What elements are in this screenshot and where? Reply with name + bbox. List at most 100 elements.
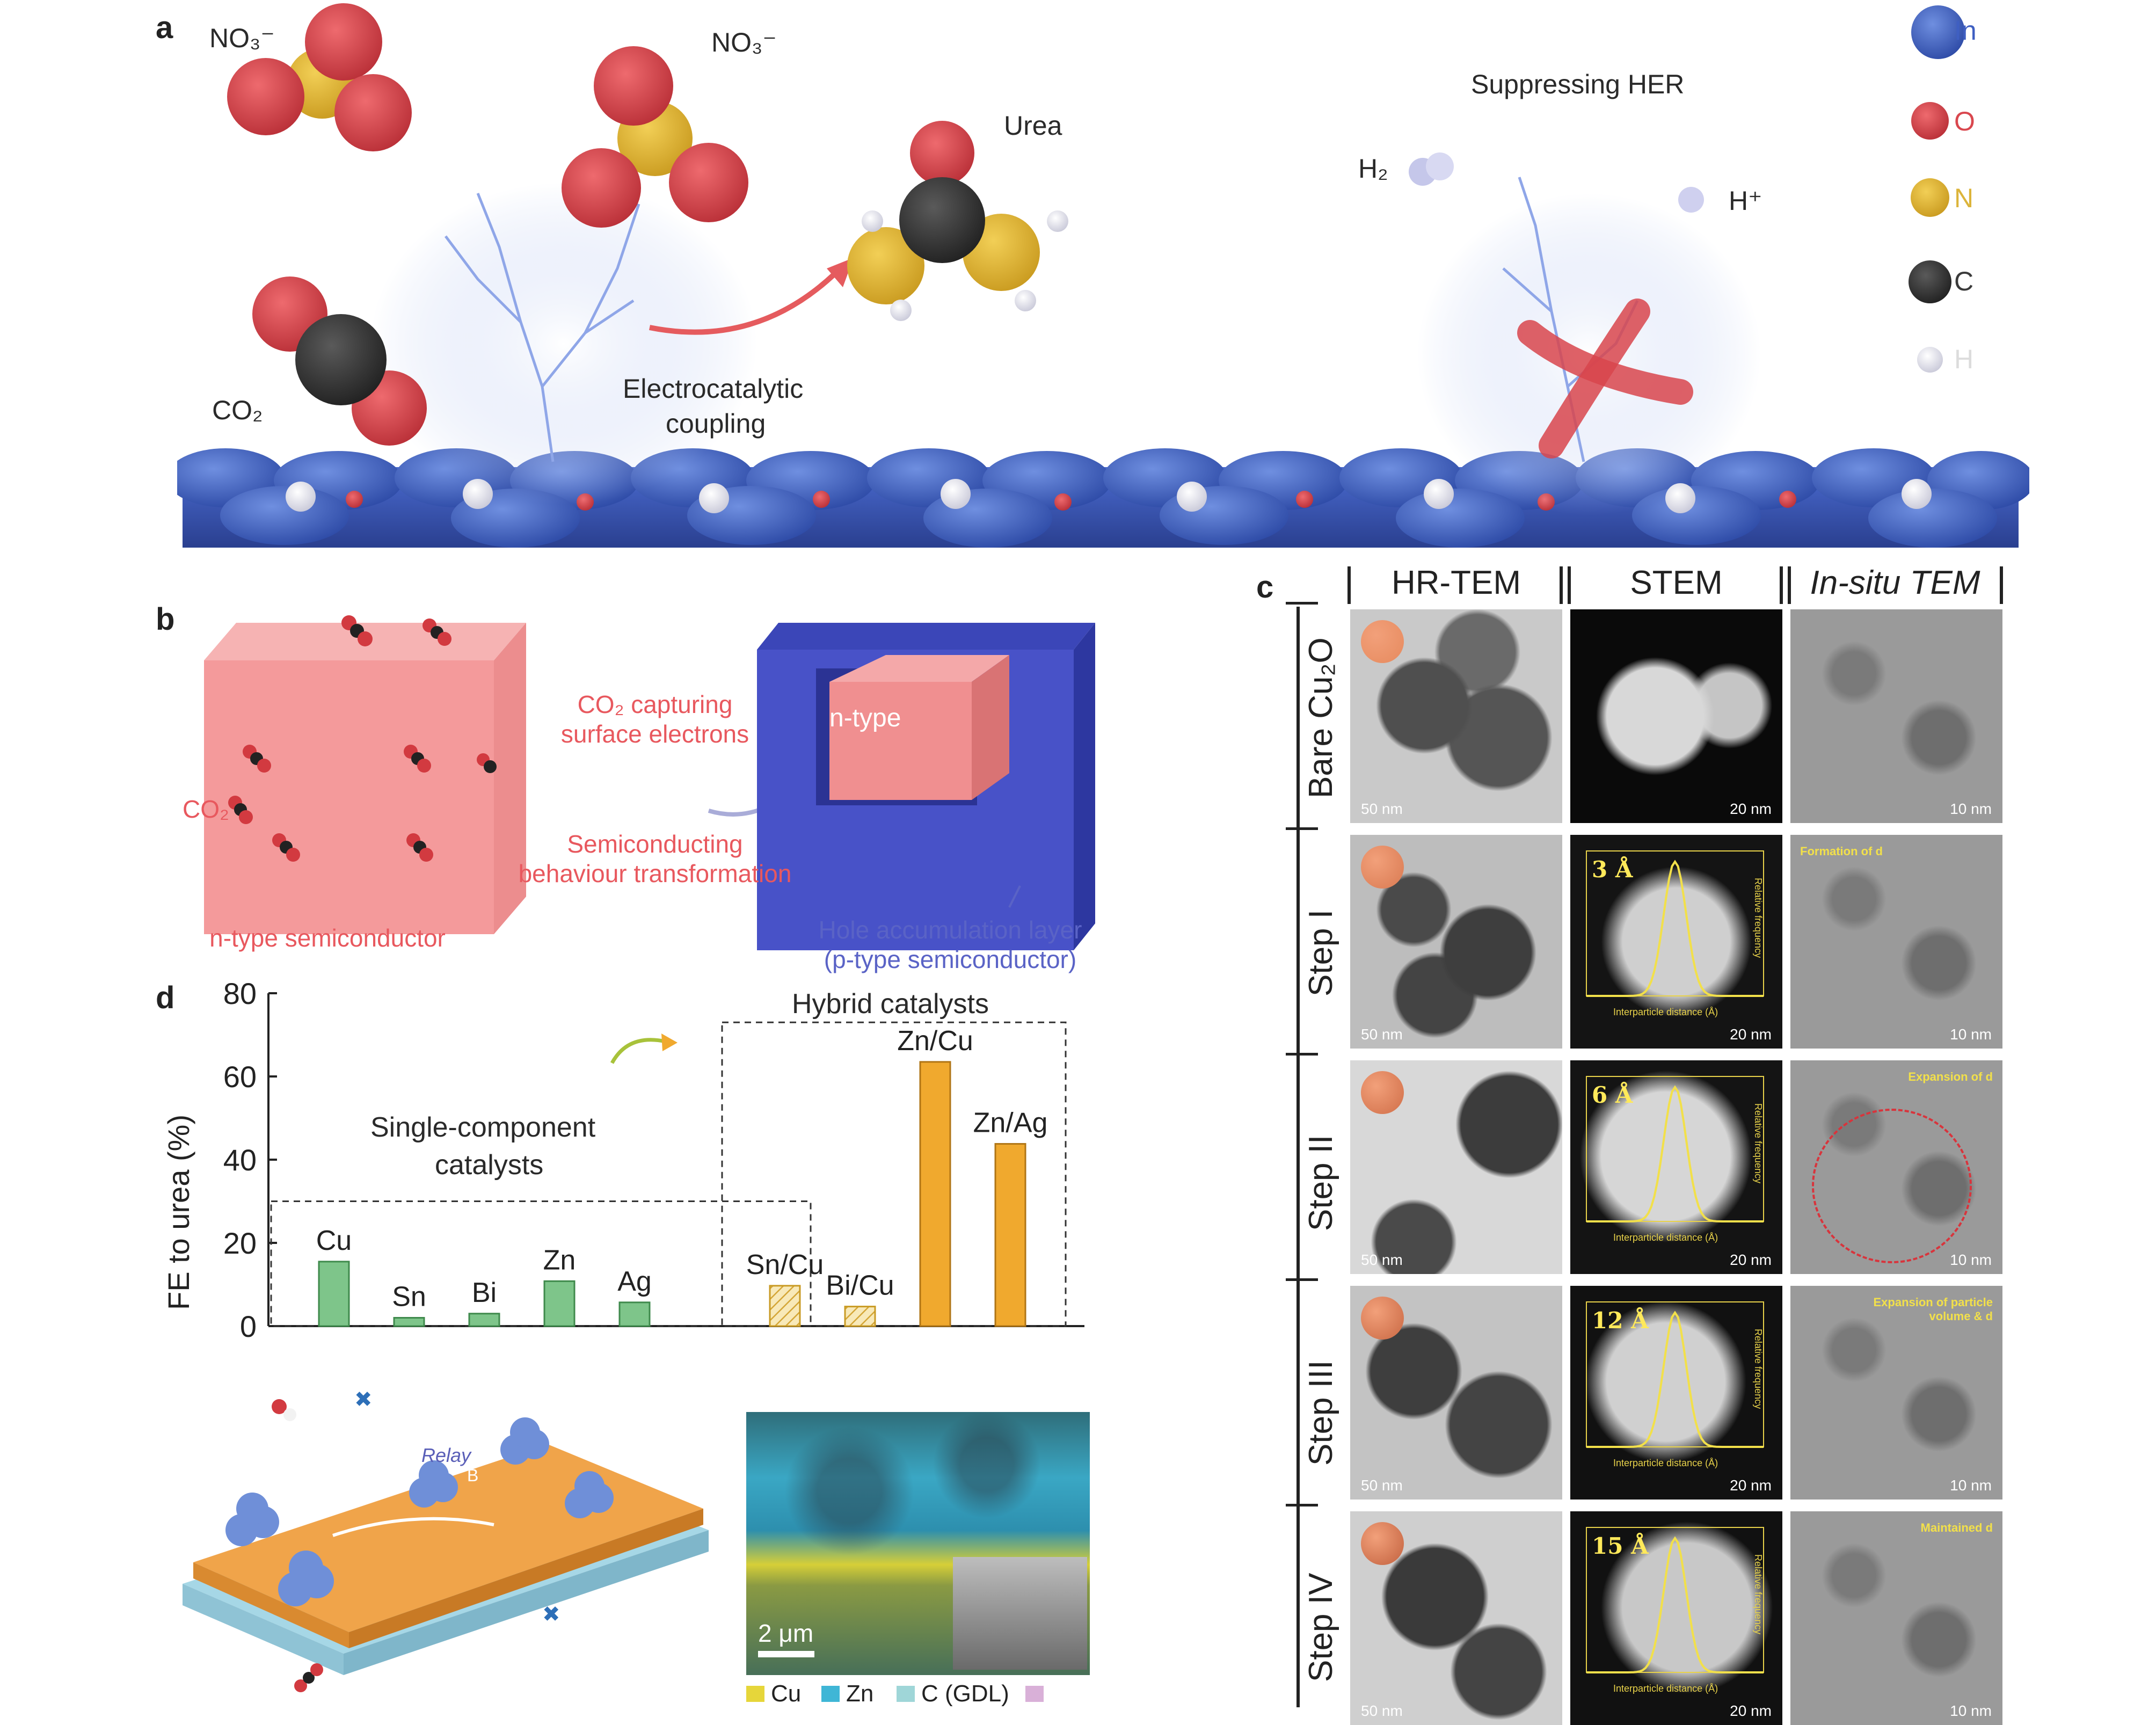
insitu-scale: 10 nm xyxy=(1950,1026,1992,1043)
distance-histogram xyxy=(1586,850,1764,997)
blocked-mark-top: ✖ xyxy=(354,1387,373,1412)
h2-label: H₂ xyxy=(1358,154,1388,184)
group-single-title-1: Single-component xyxy=(370,1112,596,1143)
hrtem-scale: 50 nm xyxy=(1361,1251,1403,1268)
bar-label: Ag xyxy=(617,1266,652,1297)
coupling-label-2: coupling xyxy=(666,409,766,439)
row-sep xyxy=(1286,1504,1318,1506)
hrtem-image: 50 nm xyxy=(1350,1060,1562,1274)
hrtem-scale: 50 nm xyxy=(1361,1026,1403,1043)
stem-inset-ylabel: Relative frequency xyxy=(1753,1103,1764,1184)
row-label: Step IV xyxy=(1302,1573,1339,1682)
y-tick-label: 60 xyxy=(223,1060,257,1094)
no3-left-label: NO₃⁻ xyxy=(209,23,275,53)
site-a-label: A xyxy=(416,1417,428,1437)
bar-sn-cu xyxy=(769,1285,801,1327)
hrtem-image: 50 nm xyxy=(1350,609,1562,823)
stem-distance-label: 6 Å xyxy=(1592,1082,1633,1108)
insitu-tem-image: 10 nm xyxy=(1790,609,2002,823)
legend-h-label: H xyxy=(1954,344,1974,374)
hrtem-scale: 50 nm xyxy=(1361,1477,1403,1494)
site-b-label: B xyxy=(467,1466,479,1485)
bar-bi xyxy=(468,1313,500,1327)
suppress-cross xyxy=(1517,299,1693,458)
ylabel-holder: FE to urea (%) xyxy=(161,1085,199,1310)
bar-zn-ag xyxy=(994,1143,1026,1327)
row-sep xyxy=(1286,827,1318,830)
no3-molecule-left xyxy=(227,3,412,151)
h-plus-ion xyxy=(1678,187,1704,213)
head-sep-3 xyxy=(2000,566,2003,604)
expansion-circle xyxy=(1812,1109,1972,1263)
stem-distance-label: 3 Å xyxy=(1592,856,1633,883)
stem-distance-label: 15 Å xyxy=(1592,1533,1649,1559)
insitu-note: Maintained d xyxy=(1920,1521,1993,1534)
insitu-note: Expansion of particle volume & d xyxy=(1873,1295,1993,1323)
stem-image: 20 nm xyxy=(1570,609,1782,823)
head-sep-2b xyxy=(1788,566,1791,604)
panel-b-letter: b xyxy=(156,602,175,637)
stem-inset-xlabel: Interparticle distance (Å) xyxy=(1613,1683,1718,1694)
hrtem-image: 50 nm xyxy=(1350,835,1562,1049)
capture-label-2: surface electrons xyxy=(560,720,749,748)
legend-c-label: C xyxy=(1954,266,1974,296)
panel-c-letter: c xyxy=(1256,570,1274,605)
bar-label: Sn/Cu xyxy=(746,1249,824,1280)
panel-d-letter: d xyxy=(156,980,175,1015)
gdl-edge-left xyxy=(183,1584,344,1675)
group-single-title-2: catalysts xyxy=(435,1149,544,1181)
ntype-cube-side xyxy=(494,623,526,934)
h-plus-label: H⁺ xyxy=(1729,186,1762,216)
bar-label: Zn xyxy=(543,1244,576,1276)
semi-label-2: behaviour transformation xyxy=(518,860,792,887)
legend-cu-swatch xyxy=(746,1686,764,1702)
head-sep-0 xyxy=(1348,566,1351,604)
group-box-hybrid xyxy=(721,1021,1067,1327)
legend-zn-swatch xyxy=(821,1686,840,1702)
eds-legend: Cu Zn C (GDL) xyxy=(746,1680,1122,1707)
distance-histogram xyxy=(1586,1301,1764,1448)
legend-o-atom xyxy=(1911,102,1949,140)
legend-n-atom xyxy=(1911,178,1949,217)
row-label: Bare Cu₂O xyxy=(1302,637,1339,798)
legend-o-label: O xyxy=(1954,106,1975,136)
co2-adsorbates xyxy=(228,615,497,862)
group-arrow-head xyxy=(661,1033,678,1051)
y-tick-label: 80 xyxy=(223,982,257,1010)
bar-cu xyxy=(318,1261,350,1327)
cu-layer-edge-left xyxy=(193,1562,349,1648)
row-sep xyxy=(1286,1278,1318,1281)
head-sep-2a xyxy=(1780,566,1783,604)
row-label: Step I xyxy=(1302,909,1339,996)
group-box-single xyxy=(270,1200,812,1327)
stem-scale: 20 nm xyxy=(1730,1477,1772,1494)
insitu-note: Formation of d xyxy=(1800,845,1883,858)
co2-label-b: CO₂ xyxy=(183,795,229,823)
no3-right-label: NO₃⁻ xyxy=(711,27,777,57)
stem-inset-xlabel: Interparticle distance (Å) xyxy=(1613,1232,1718,1243)
bar-sn xyxy=(393,1317,425,1327)
bar-label: Zn/Ag xyxy=(973,1108,1048,1139)
insitu-tem-image: Formation of d 10 nm xyxy=(1790,835,2002,1049)
catalytic-glow xyxy=(370,183,757,505)
coupling-label-1: Electrocatalytic xyxy=(623,374,804,404)
bar-label: Bi xyxy=(472,1277,497,1308)
ntype-core-top xyxy=(829,655,1009,682)
insitu-scale: 10 nm xyxy=(1950,1702,1992,1719)
hole-layer-label-1: Hole accumulation layer xyxy=(818,916,1082,944)
coupling-arrow-head xyxy=(827,258,854,287)
legend-in-atom xyxy=(1911,5,1965,59)
relay-label: Relay xyxy=(421,1444,471,1466)
row-label: Step III xyxy=(1302,1360,1339,1466)
urea-label: Urea xyxy=(1004,111,1062,141)
bar-label: Cu xyxy=(316,1225,352,1256)
stem-scale: 20 nm xyxy=(1730,800,1772,817)
no3-molecule-right xyxy=(562,46,748,228)
hrtem-scale: 50 nm xyxy=(1361,1702,1403,1719)
legend-n-label: N xyxy=(1954,183,1974,213)
stem-inset-ylabel: Relative frequency xyxy=(1753,878,1764,958)
particle-icon xyxy=(1361,620,1404,663)
eds-map: 2 μm xyxy=(746,1412,1090,1675)
hole-layer-label-2: (p-type semiconductor) xyxy=(824,945,1077,973)
